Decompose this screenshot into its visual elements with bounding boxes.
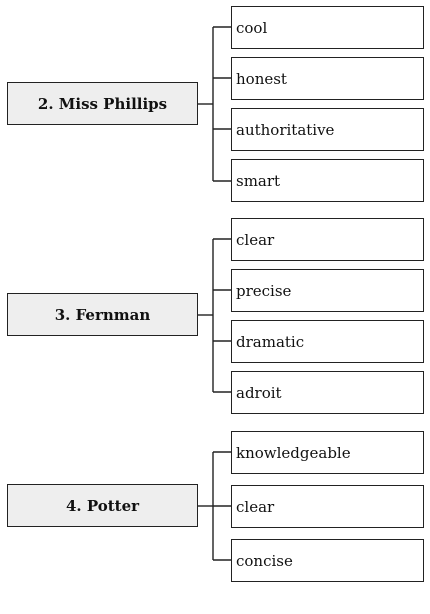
trait-box-clear-potter: clear	[231, 485, 424, 528]
trait-box-cool: cool	[231, 6, 424, 49]
trait-box-dramatic: dramatic	[231, 320, 424, 363]
trait-box-honest: honest	[231, 57, 424, 100]
character-box-fernman: 3. Fernman	[7, 293, 198, 336]
character-box-miss-phillips: 2. Miss Phillips	[7, 82, 198, 125]
trait-box-concise: concise	[231, 539, 424, 582]
trait-box-precise: precise	[231, 269, 424, 312]
trait-box-clear: clear	[231, 218, 424, 261]
character-box-potter: 4. Potter	[7, 484, 198, 527]
trait-box-authoritative: authoritative	[231, 108, 424, 151]
trait-box-adroit: adroit	[231, 371, 424, 414]
trait-box-smart: smart	[231, 159, 424, 202]
trait-box-knowledgeable: knowledgeable	[231, 431, 424, 474]
